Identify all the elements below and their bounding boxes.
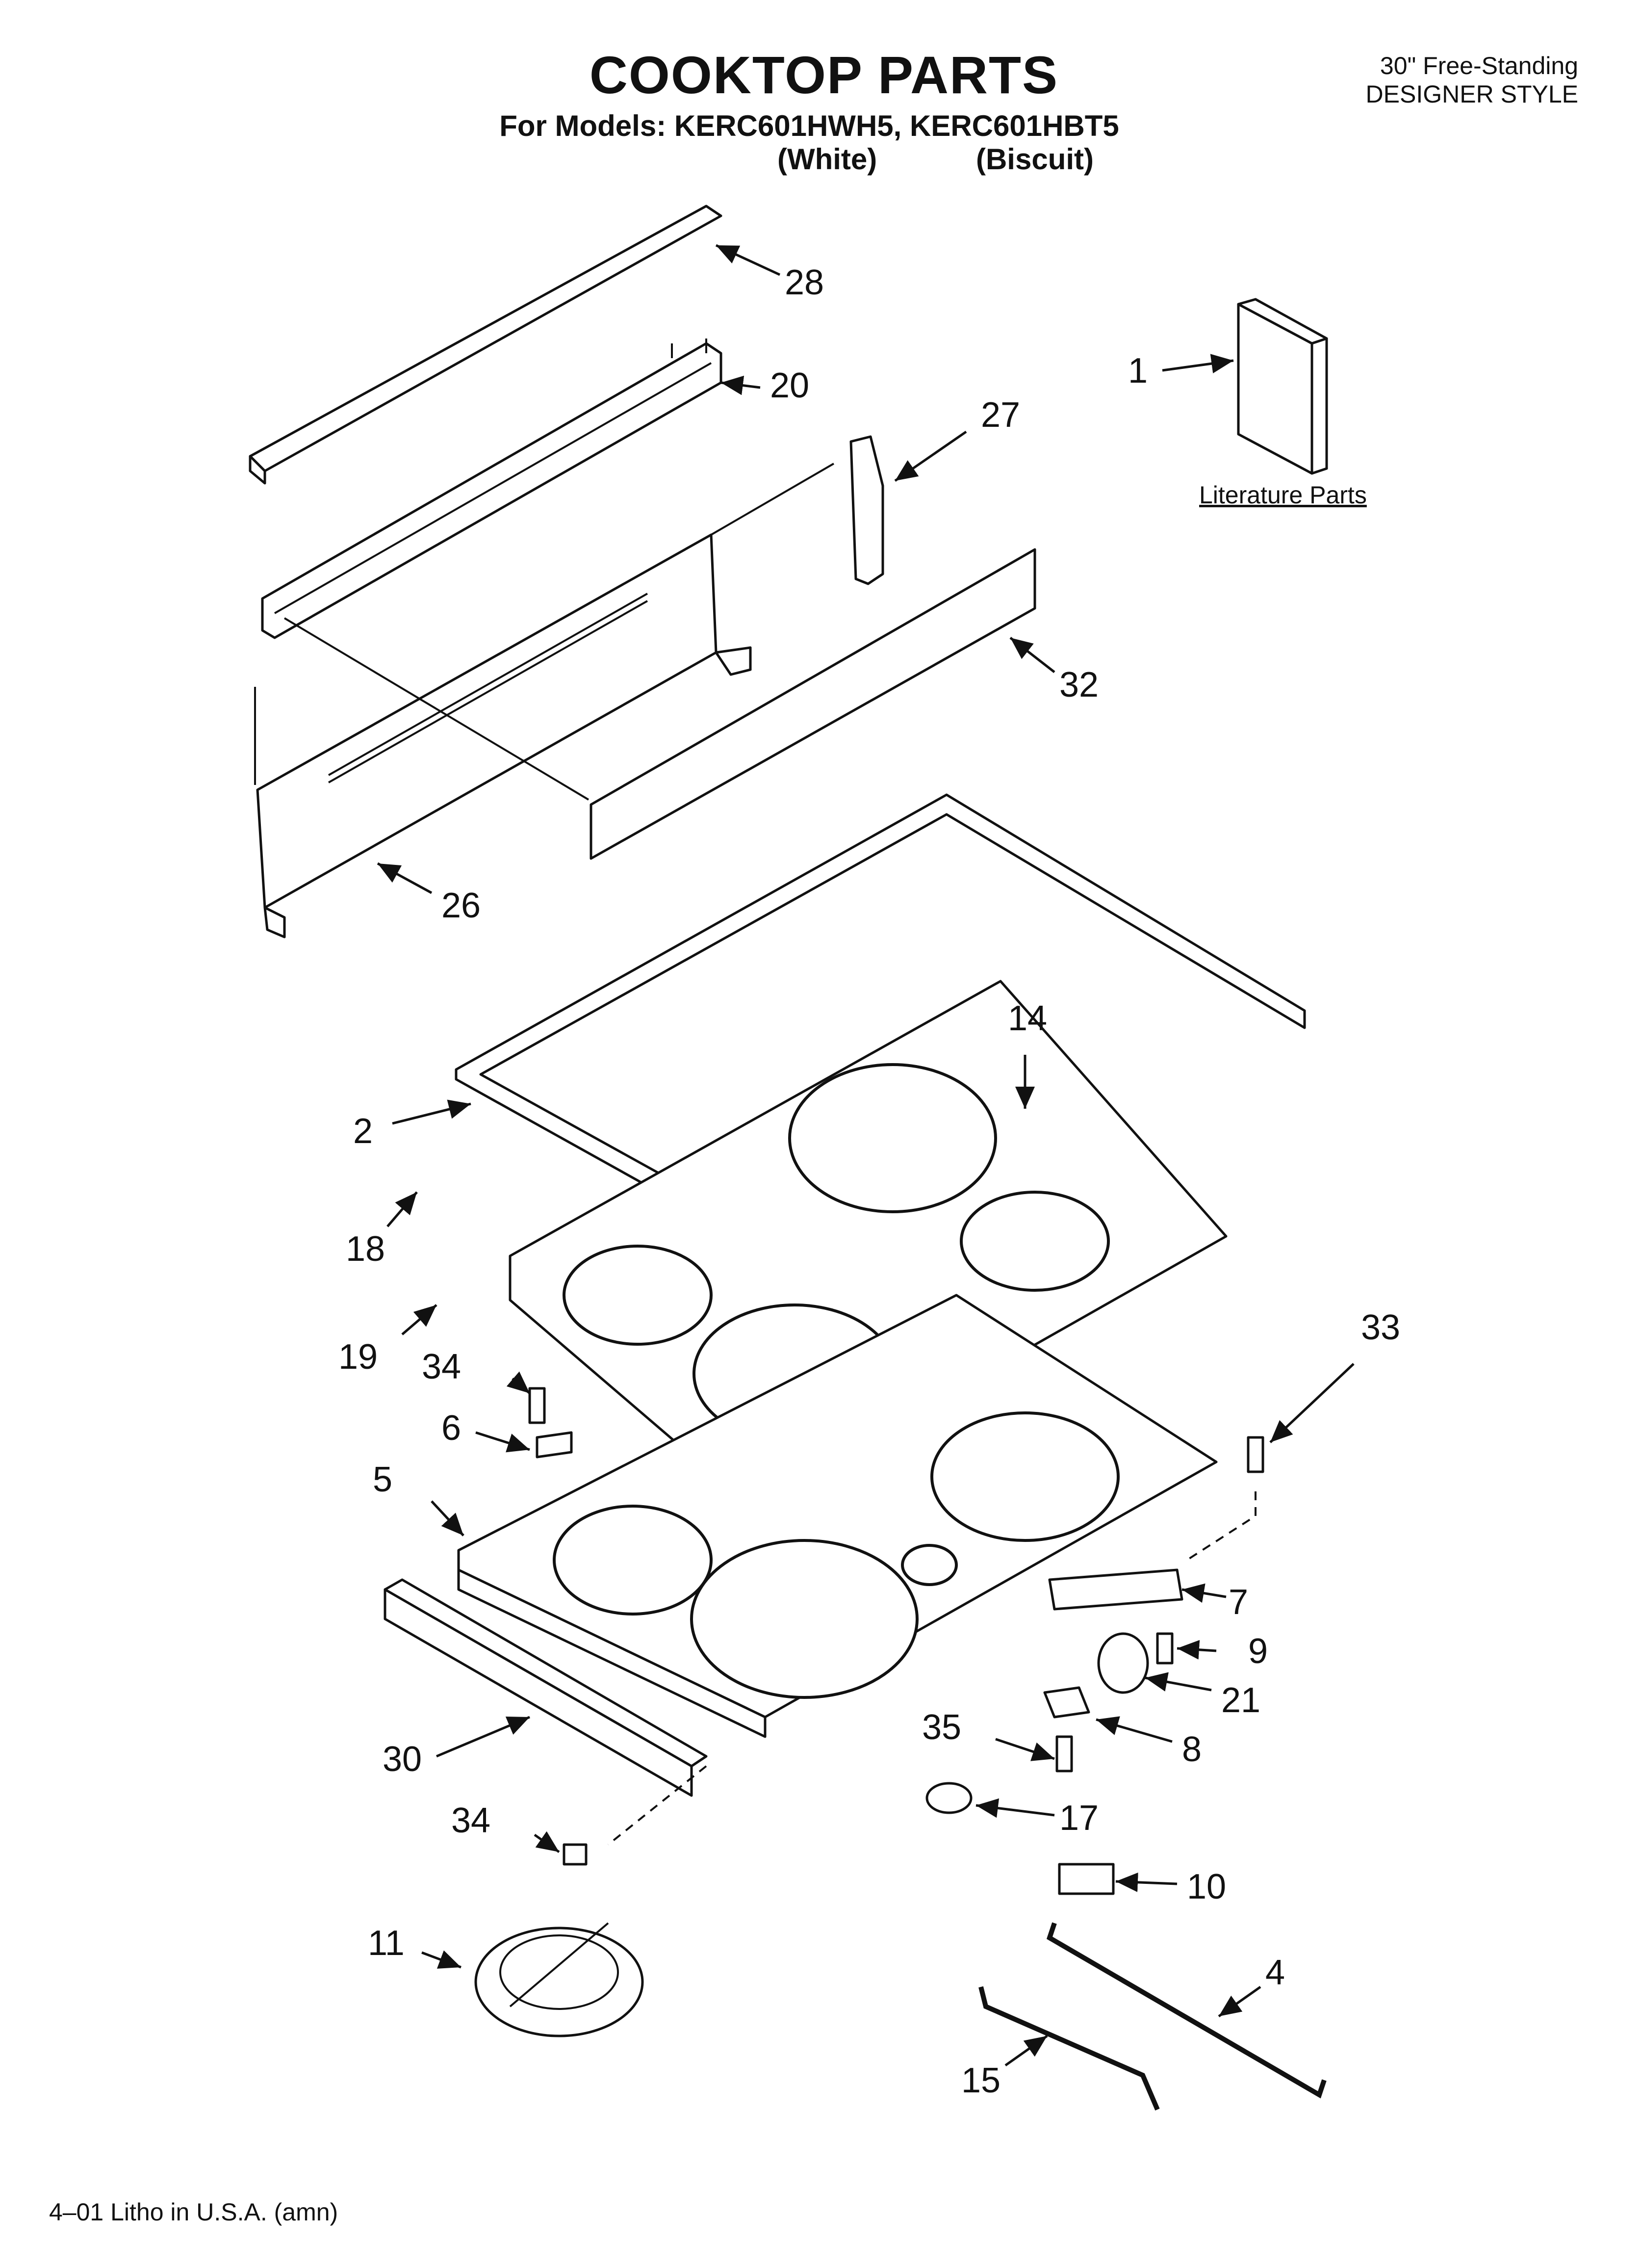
control-strip-part bbox=[590, 548, 1036, 860]
clip-part-6 bbox=[536, 1431, 573, 1459]
wire-part-4 bbox=[1046, 1922, 1327, 2099]
callout-20: 20 bbox=[770, 366, 809, 405]
terminal-block-part-10 bbox=[1058, 1863, 1115, 1895]
callout-7: 7 bbox=[1229, 1583, 1248, 1622]
models-line: For Models: KERC601HWH5, KERC601HBT5 bbox=[499, 109, 1119, 142]
bracket-part-8 bbox=[1043, 1686, 1090, 1719]
callout-26: 26 bbox=[441, 886, 481, 925]
callout-2: 2 bbox=[353, 1112, 373, 1151]
wire-holder-part-7 bbox=[1048, 1568, 1183, 1611]
callout-15: 15 bbox=[961, 2061, 1001, 2100]
trim-strip-part bbox=[249, 205, 722, 485]
style-line-designer: DESIGNER STYLE bbox=[1365, 80, 1578, 108]
callout-27: 27 bbox=[981, 395, 1020, 435]
bracket-part bbox=[849, 435, 884, 585]
callout-33: 33 bbox=[1361, 1308, 1400, 1347]
style-line-size: 30" Free-Standing bbox=[1380, 52, 1578, 79]
callout-14: 14 bbox=[1008, 999, 1047, 1038]
switch-part-21 bbox=[1097, 1632, 1149, 1694]
callout-6: 6 bbox=[441, 1408, 461, 1448]
callout-34-top: 34 bbox=[422, 1347, 461, 1386]
variant-biscuit: (Biscuit) bbox=[976, 143, 1094, 176]
callout-4: 4 bbox=[1265, 1953, 1285, 1992]
callout-18: 18 bbox=[346, 1229, 385, 1269]
rear-panel-part bbox=[254, 463, 835, 938]
literature-parts-label: Literature Parts bbox=[1199, 481, 1367, 509]
callout-10: 10 bbox=[1187, 1867, 1226, 1906]
variant-white: (White) bbox=[777, 143, 877, 176]
front-trim-part bbox=[384, 1578, 708, 1797]
callout-32: 32 bbox=[1059, 665, 1099, 704]
screw-part-35 bbox=[1055, 1735, 1073, 1773]
callout-21: 21 bbox=[1221, 1681, 1260, 1720]
callout-19: 19 bbox=[338, 1337, 378, 1377]
page-title: COOKTOP PARTS bbox=[589, 45, 1059, 104]
callout-5: 5 bbox=[373, 1460, 392, 1499]
callout-35: 35 bbox=[922, 1708, 961, 1747]
callout-11: 11 bbox=[368, 1924, 405, 1963]
footer-print-note: 4–01 Litho in U.S.A. (amn) bbox=[49, 2198, 338, 2226]
callout-17: 17 bbox=[1059, 1799, 1099, 1838]
style-block: 30" Free-Standing DESIGNER STYLE bbox=[1366, 52, 1578, 108]
callout-30: 30 bbox=[383, 1740, 422, 1779]
callout-9: 9 bbox=[1248, 1632, 1268, 1671]
callout-8: 8 bbox=[1182, 1730, 1202, 1769]
literature-booklet-part bbox=[1237, 298, 1328, 475]
screw-part-34-top bbox=[528, 1387, 546, 1424]
surface-element-part-11 bbox=[474, 1922, 644, 2037]
screw-part-34-bottom bbox=[563, 1843, 588, 1866]
limiter-part-17 bbox=[925, 1782, 973, 1814]
wire-part-15 bbox=[978, 1986, 1160, 2111]
burner-box-part bbox=[457, 1294, 1218, 1738]
screw-part-9 bbox=[1156, 1632, 1174, 1665]
screw-part-33 bbox=[1247, 1436, 1264, 1473]
callout-34-bottom: 34 bbox=[451, 1801, 490, 1840]
callout-28: 28 bbox=[785, 263, 824, 302]
callout-1: 1 bbox=[1128, 351, 1148, 391]
